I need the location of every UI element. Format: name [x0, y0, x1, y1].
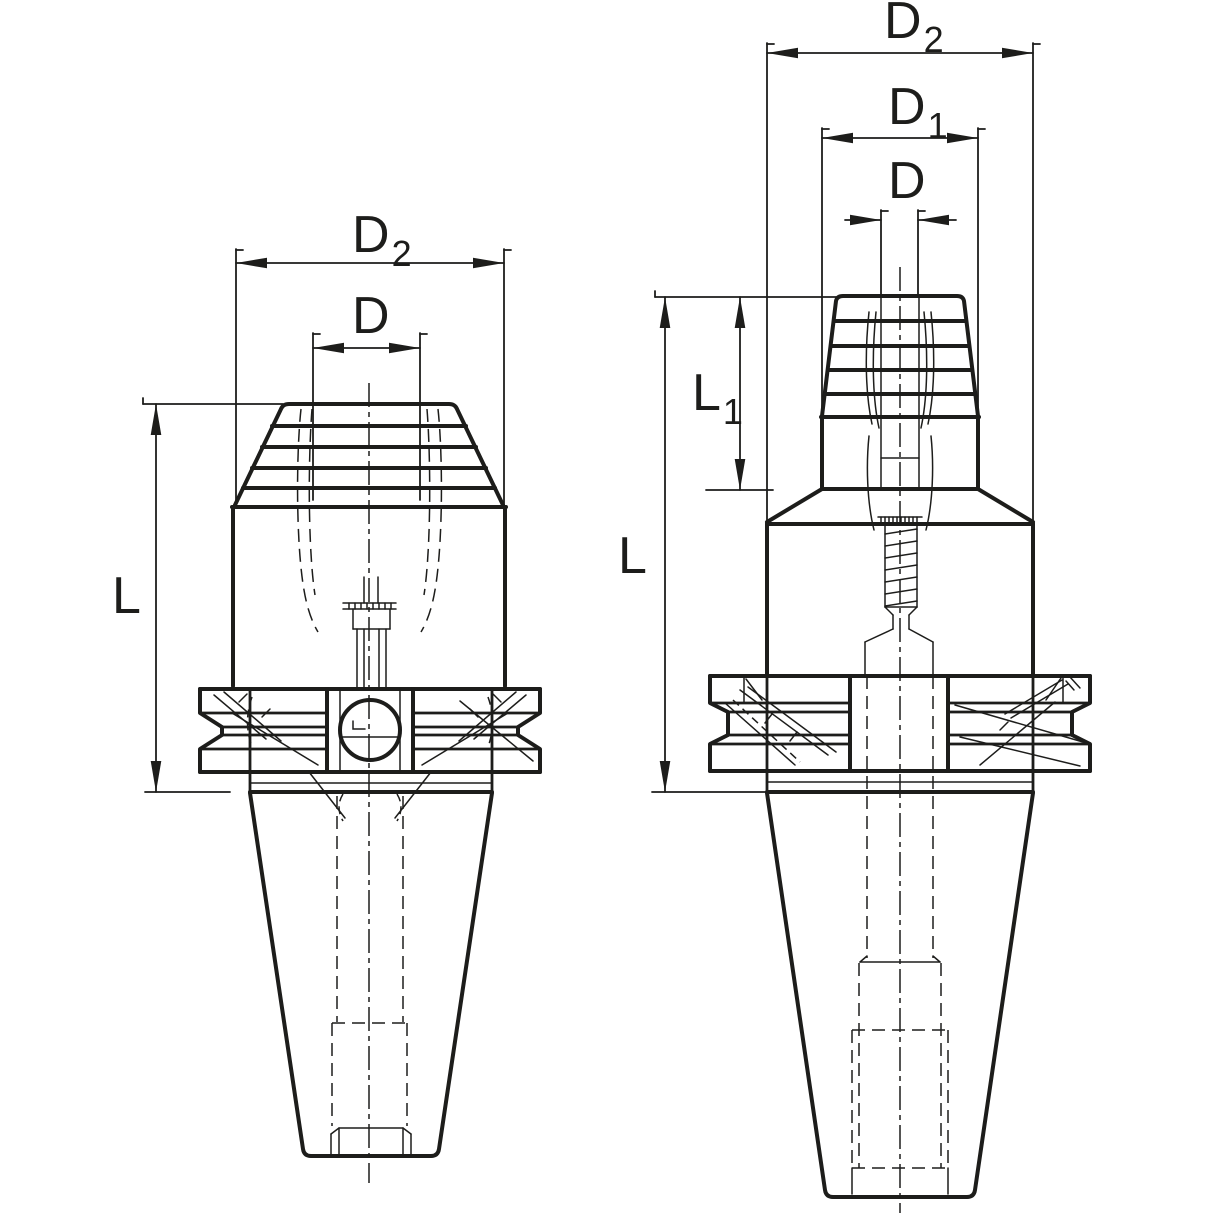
left-flange-detail-lines	[213, 691, 534, 819]
right-hidden-arcs	[732, 699, 801, 763]
dim-label-left-d2: D2	[352, 206, 412, 274]
left-bottom-plug	[330, 1127, 412, 1156]
left-hidden-lines	[296, 408, 443, 1126]
right-dimension-l	[651, 296, 767, 793]
dim-label-right-l: L	[618, 527, 647, 585]
left-internal-screw	[342, 576, 397, 690]
right-flange-detail-lines	[724, 675, 1084, 767]
dim-label-left-l: L	[112, 567, 141, 625]
dimension-labels: D2 D L D2 D1 D L1 L	[112, 0, 948, 625]
left-flange-lines	[198, 687, 542, 794]
right-dimension-l1	[654, 290, 838, 491]
dim-label-right-d: D	[888, 152, 926, 210]
dim-label-right-d2: D2	[884, 0, 944, 60]
right-flange-lines	[708, 674, 1092, 794]
left-holder	[142, 248, 542, 1183]
left-dimension-d	[312, 332, 428, 501]
drive-ball	[338, 698, 402, 762]
left-hidden-arcs	[246, 696, 494, 822]
left-dimension-arrows	[150, 257, 504, 792]
left-flange	[198, 687, 542, 774]
right-dimension-arrows	[659, 47, 1033, 792]
left-flange-block-detail	[339, 688, 401, 773]
dim-label-left-d: D	[352, 287, 390, 345]
left-dimension-l	[142, 397, 284, 793]
left-dimension-d2	[235, 248, 512, 506]
right-dimension-d2	[766, 42, 1041, 523]
right-holder	[651, 42, 1092, 1213]
dim-label-right-d1: D1	[888, 78, 948, 146]
left-taper-shank	[248, 790, 494, 1158]
dim-label-right-l1: L1	[692, 364, 743, 432]
right-drill-and-jaws	[865, 295, 935, 531]
